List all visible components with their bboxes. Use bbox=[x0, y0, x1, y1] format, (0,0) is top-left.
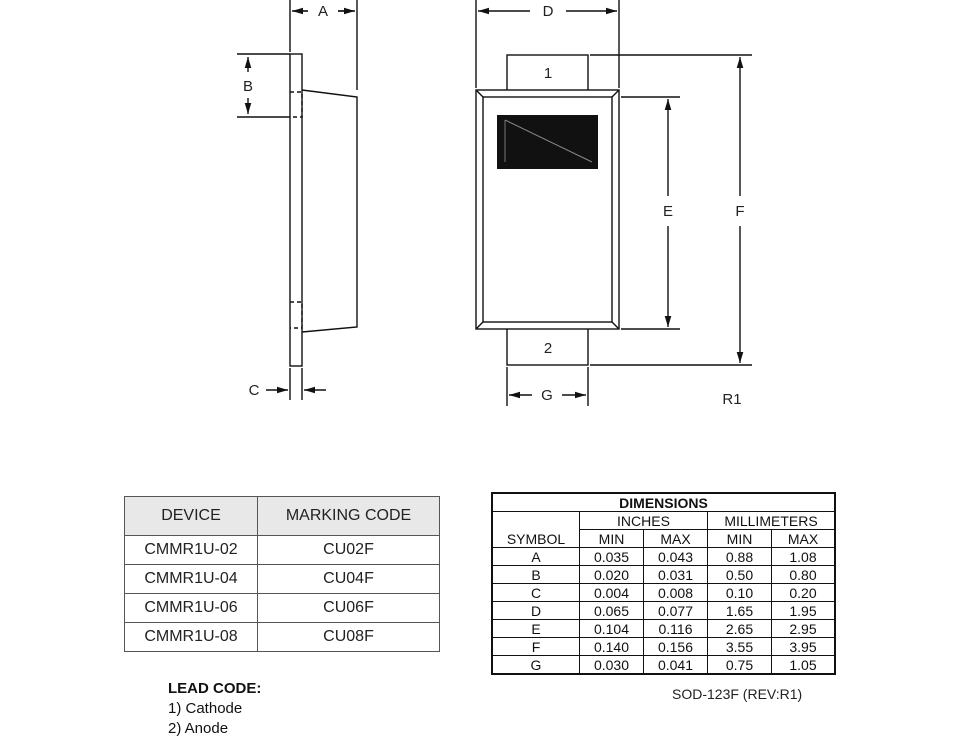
lead-code-item: 2) Anode bbox=[168, 720, 229, 737]
mm-min-header: MIN bbox=[707, 529, 772, 548]
inches-min-cell: 0.030 bbox=[579, 655, 644, 675]
inches-min-cell: 0.065 bbox=[579, 601, 644, 620]
inches-header: INCHES bbox=[579, 511, 708, 530]
table-row: CMMR1U-02 CU02F bbox=[124, 535, 440, 565]
unit-header-row: SYMBOL INCHES MILLIMETERS bbox=[491, 511, 836, 548]
device-cell: CMMR1U-04 bbox=[124, 564, 258, 594]
dimensions-title: DIMENSIONS bbox=[491, 492, 836, 512]
side-view bbox=[237, 0, 358, 400]
dim-label-d: D bbox=[543, 3, 554, 20]
top-view bbox=[475, 0, 752, 406]
inches-max-cell: 0.116 bbox=[643, 619, 708, 638]
symbol-cell: A bbox=[491, 547, 580, 566]
mm-max-cell: 1.05 bbox=[771, 655, 836, 675]
dim-label-c: C bbox=[249, 382, 260, 399]
marking-code-cell: CU06F bbox=[257, 593, 440, 623]
lead-code-section: LEAD CODE: 1) Cathode 2) Anode bbox=[168, 679, 261, 739]
inches-min-header: MIN bbox=[579, 529, 644, 548]
table-row: CMMR1U-08 CU08F bbox=[124, 622, 440, 652]
mm-max-cell: 0.20 bbox=[771, 583, 836, 602]
dim-label-f: F bbox=[735, 203, 744, 220]
package-outline-drawing: A B C D E F G 1 2 R1 bbox=[237, 0, 752, 408]
revision-label: R1 bbox=[722, 391, 741, 408]
inches-max-cell: 0.156 bbox=[643, 637, 708, 656]
dimensions-table: DIMENSIONS SYMBOL INCHES MILLIMETERS MIN… bbox=[491, 492, 836, 675]
inches-max-cell: 0.043 bbox=[643, 547, 708, 566]
inches-min-cell: 0.104 bbox=[579, 619, 644, 638]
marking-window bbox=[497, 115, 598, 169]
table-row: E 0.104 0.116 2.65 2.95 bbox=[491, 619, 836, 638]
inches-min-cell: 0.140 bbox=[579, 637, 644, 656]
mm-min-cell: 3.55 bbox=[707, 637, 772, 656]
lead-code-title: LEAD CODE: bbox=[168, 680, 262, 697]
inches-min-cell: 0.020 bbox=[579, 565, 644, 584]
table-header-row: DEVICE MARKING CODE bbox=[124, 496, 440, 536]
pin-2-label: 2 bbox=[544, 340, 552, 357]
package-revision-note: SOD-123F (REV:R1) bbox=[672, 686, 803, 702]
dim-label-e: E bbox=[663, 203, 673, 220]
symbol-cell: C bbox=[491, 583, 580, 602]
mm-min-cell: 0.50 bbox=[707, 565, 772, 584]
pin-1-label: 1 bbox=[544, 65, 552, 82]
table-row: F 0.140 0.156 3.55 3.95 bbox=[491, 637, 836, 656]
millimeters-header: MILLIMETERS bbox=[707, 511, 836, 530]
mm-min-cell: 1.65 bbox=[707, 601, 772, 620]
symbol-cell: E bbox=[491, 619, 580, 638]
mm-max-cell: 1.95 bbox=[771, 601, 836, 620]
lead-code-item: 1) Cathode bbox=[168, 700, 243, 717]
min-max-header-row: MIN MAX MIN MAX bbox=[492, 529, 836, 548]
symbol-cell: G bbox=[491, 655, 580, 675]
inches-max-cell: 0.041 bbox=[643, 655, 708, 675]
device-cell: CMMR1U-06 bbox=[124, 593, 258, 623]
dimensions-title-row: DIMENSIONS bbox=[491, 492, 836, 512]
inches-min-cell: 0.035 bbox=[579, 547, 644, 566]
marking-code-cell: CU04F bbox=[257, 564, 440, 594]
mm-max-cell: 2.95 bbox=[771, 619, 836, 638]
device-cell: CMMR1U-02 bbox=[124, 535, 258, 565]
device-cell: CMMR1U-08 bbox=[124, 622, 258, 652]
mm-min-cell: 2.65 bbox=[707, 619, 772, 638]
inches-min-cell: 0.004 bbox=[579, 583, 644, 602]
dim-label-b: B bbox=[243, 78, 253, 95]
mm-max-cell: 3.95 bbox=[771, 637, 836, 656]
table-row: G 0.030 0.041 0.75 1.05 bbox=[491, 655, 836, 675]
device-marking-table: DEVICE MARKING CODE CMMR1U-02 CU02F CMMR… bbox=[124, 496, 440, 652]
symbol-cell: F bbox=[491, 637, 580, 656]
symbol-header: SYMBOL bbox=[491, 511, 580, 548]
table-row: D 0.065 0.077 1.65 1.95 bbox=[491, 601, 836, 620]
inches-max-cell: 0.077 bbox=[643, 601, 708, 620]
mm-min-cell: 0.75 bbox=[707, 655, 772, 675]
mm-min-cell: 0.10 bbox=[707, 583, 772, 602]
column-header-marking-code: MARKING CODE bbox=[257, 496, 440, 536]
table-row: A 0.035 0.043 0.88 1.08 bbox=[491, 547, 836, 566]
table-row: CMMR1U-04 CU04F bbox=[124, 564, 440, 594]
marking-code-cell: CU08F bbox=[257, 622, 440, 652]
mm-min-cell: 0.88 bbox=[707, 547, 772, 566]
inches-max-header: MAX bbox=[643, 529, 708, 548]
symbol-cell: D bbox=[491, 601, 580, 620]
mm-max-cell: 0.80 bbox=[771, 565, 836, 584]
table-row: C 0.004 0.008 0.10 0.20 bbox=[491, 583, 836, 602]
table-row: B 0.020 0.031 0.50 0.80 bbox=[491, 565, 836, 584]
inches-max-cell: 0.008 bbox=[643, 583, 708, 602]
symbol-cell: B bbox=[491, 565, 580, 584]
dim-label-g: G bbox=[541, 387, 553, 404]
mm-max-cell: 1.08 bbox=[771, 547, 836, 566]
mm-max-header: MAX bbox=[771, 529, 836, 548]
marking-code-cell: CU02F bbox=[257, 535, 440, 565]
column-header-device: DEVICE bbox=[124, 496, 258, 536]
table-row: CMMR1U-06 CU06F bbox=[124, 593, 440, 623]
inches-max-cell: 0.031 bbox=[643, 565, 708, 584]
dim-label-a: A bbox=[318, 3, 328, 20]
